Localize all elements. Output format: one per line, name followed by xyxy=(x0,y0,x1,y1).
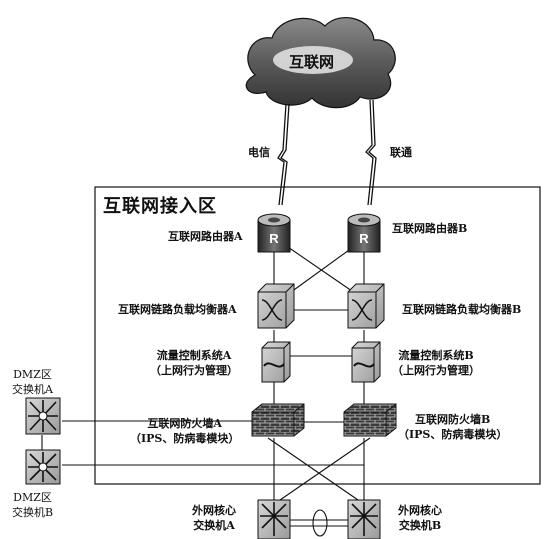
wan-link-unicom xyxy=(365,99,377,206)
firewall-b-line1: 互联网防火墙B xyxy=(415,413,491,426)
flow-control-a-label: 流量控制系统A （上网行为管理） xyxy=(150,348,238,378)
flow-control-a-line2: （上网行为管理） xyxy=(150,364,238,377)
dmz-switch-b-icon xyxy=(25,449,61,485)
firewall-a-line2: （IPS、防病毒模块） xyxy=(130,432,240,445)
wan-link-telecom xyxy=(277,103,290,206)
core-switch-b-line1: 外网核心 xyxy=(398,504,442,517)
core-switch-a-icon xyxy=(257,499,291,539)
dmz-switch-b-label: DMZ区 交换机B xyxy=(12,490,53,520)
flow-control-b-line2: （上网行为管理） xyxy=(392,364,480,377)
internet-label: 互联网 xyxy=(289,53,335,71)
router-b-label: 互联网路由器B xyxy=(392,222,468,235)
firewall-a-label: 互联网防火墙A （IPS、防病毒模块） xyxy=(130,416,239,446)
firewall-b-icon xyxy=(343,403,397,437)
dmz-switch-a-icon xyxy=(25,397,61,435)
core-switch-b-icon xyxy=(347,499,381,539)
isp-telecom-label: 电信 xyxy=(248,146,270,159)
core-switch-a-line2: 交换机A xyxy=(193,519,235,532)
dmz-switch-a-label: DMZ区 交换机A xyxy=(12,367,53,397)
router-a-label: 互联网路由器A xyxy=(168,230,243,243)
core-switch-b-line2: 交换机B xyxy=(398,519,442,532)
link-aggregation-ring xyxy=(312,509,328,537)
isp-unicom-label: 联通 xyxy=(390,146,412,159)
dmz-switch-b-line1: DMZ区 xyxy=(13,491,52,504)
load-balancer-a-icon xyxy=(257,283,295,329)
flow-control-a-line1: 流量控制系统A xyxy=(156,349,232,362)
flow-control-b-label: 流量控制系统B （上网行为管理） xyxy=(392,348,480,378)
core-switch-a-line1: 外网核心 xyxy=(192,504,236,517)
firewall-a-icon xyxy=(251,403,305,437)
flow-control-b-line1: 流量控制系统B xyxy=(398,349,474,362)
load-balancer-a-label: 互联网链路负载均衡器A xyxy=(118,303,237,316)
core-switch-a-label: 外网核心 交换机A xyxy=(192,503,236,533)
load-balancer-b-label: 互联网链路负载均衡器B xyxy=(402,303,522,316)
firewall-b-line2: （IPS、防病毒模块） xyxy=(398,428,508,441)
load-balancer-b-icon xyxy=(347,283,385,329)
core-switch-b-label: 外网核心 交换机B xyxy=(398,503,442,533)
firewall-a-line1: 互联网防火墙A xyxy=(147,417,222,430)
firewall-b-label: 互联网防火墙B （IPS、防病毒模块） xyxy=(398,412,507,442)
connection-lines xyxy=(41,244,371,527)
router-a-glyph: R xyxy=(269,231,279,246)
internet-cloud xyxy=(245,17,396,109)
dmz-switch-a-line1: DMZ区 xyxy=(13,368,52,381)
access-zone-border xyxy=(94,186,541,485)
router-b-icon: R xyxy=(347,213,381,253)
dmz-switch-b-line2: 交换机B xyxy=(12,506,54,519)
dmz-switch-a-line2: 交换机A xyxy=(12,383,53,396)
zone-title: 互联网接入区 xyxy=(103,196,217,217)
flow-control-a-icon xyxy=(261,341,291,383)
flow-control-b-icon xyxy=(351,341,381,383)
router-b-glyph: R xyxy=(359,231,369,246)
router-a-icon: R xyxy=(257,213,291,253)
